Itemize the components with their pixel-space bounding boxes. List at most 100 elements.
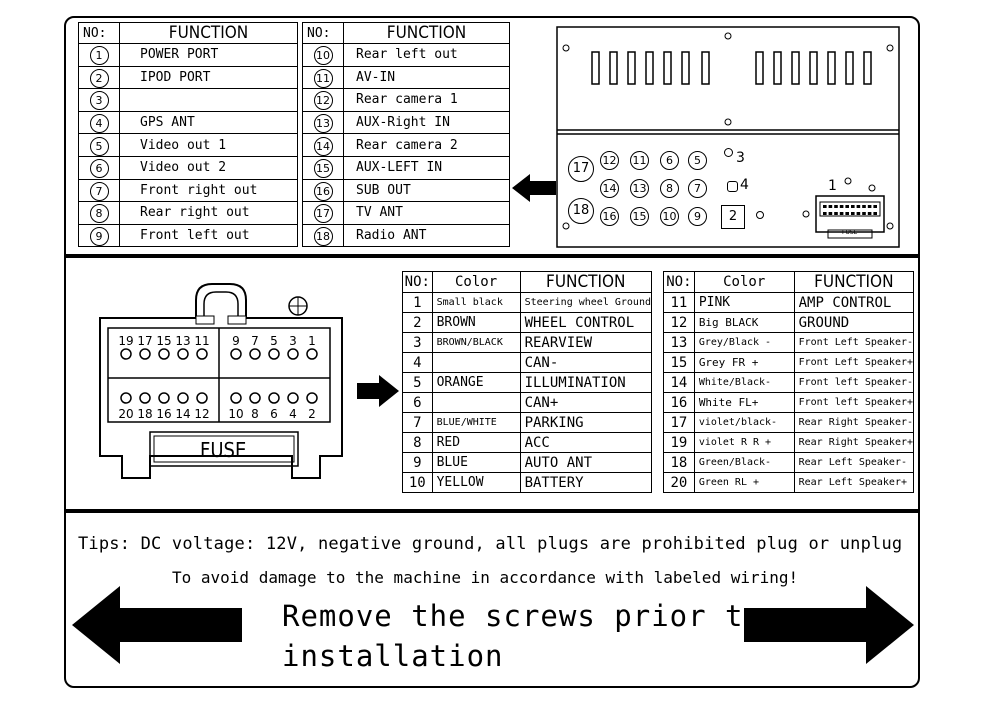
row-function: Rear Right Speaker+ [793, 432, 915, 453]
port-number: 16 [600, 207, 619, 226]
row-function: AUX-Right IN [343, 110, 510, 135]
arrow-left-icon [512, 174, 556, 202]
harness-pin-number: 11 [194, 334, 210, 348]
harness-pin-number: 18 [137, 407, 153, 421]
row-number: 12 [313, 91, 333, 111]
port-number: 9 [688, 207, 707, 226]
harness-pin-number: 9 [232, 334, 240, 348]
row-number: 3 [402, 332, 433, 353]
remove-screws-line-1: Remove the screws prior to [282, 599, 762, 633]
port-number: 3 [736, 150, 745, 166]
row-function: Rear Right Speaker- [793, 412, 915, 433]
connector-pin [834, 205, 838, 208]
row-color: violet R R + [693, 432, 795, 453]
vent-slot [845, 51, 854, 85]
row-number: 1 [402, 292, 433, 313]
port-number: 17 [568, 156, 594, 182]
connector-pin [873, 212, 877, 215]
table-row: 12 Rear camera 1 [302, 88, 510, 112]
harness-pin-hole [177, 348, 189, 360]
row-number-cell: 13 [302, 110, 344, 135]
vent-slot [627, 51, 636, 85]
row-number-cell: 4 [78, 110, 120, 135]
row-number-cell: 12 [302, 88, 344, 112]
row-color [431, 352, 521, 373]
harness-pin-hole [158, 392, 170, 404]
header-no: NO: [402, 271, 433, 293]
row-number-cell: 9 [78, 223, 120, 248]
row-number-cell: 15 [302, 155, 344, 180]
row-function: Video out 1 [119, 133, 298, 157]
row-number: 11 [313, 68, 333, 88]
port-number: 7 [688, 179, 707, 198]
section-divider-top [64, 254, 920, 258]
row-function: CAN- [519, 352, 653, 373]
row-number: 14 [663, 372, 695, 393]
row-color: Grey FR + [693, 352, 795, 373]
row-number-cell: 5 [78, 133, 120, 157]
row-function: POWER PORT [119, 43, 298, 67]
section-divider-bottom [64, 509, 920, 513]
harness-pin-number: 5 [270, 334, 278, 348]
connector-pin [851, 205, 855, 208]
header-color: Color [431, 271, 521, 293]
connector-pin [873, 205, 877, 208]
power-connector-icon [802, 177, 885, 239]
row-color: White/Black- [693, 372, 795, 393]
port-3-dot-icon [724, 148, 733, 157]
row-color: PINK [693, 292, 795, 313]
row-function: PARKING [519, 412, 653, 433]
row-number-cell: 7 [78, 178, 120, 203]
big-arrow-right-icon [744, 586, 914, 664]
row-number: 20 [663, 472, 695, 493]
harness-pin-hole [306, 392, 318, 404]
row-function: BATTERY [519, 472, 653, 493]
connector-pin [834, 212, 838, 215]
row-function: TV ANT [343, 201, 510, 225]
port-number: 12 [600, 151, 619, 170]
row-number: 6 [89, 159, 109, 179]
row-number-cell: 10 [302, 43, 344, 67]
row-number: 16 [663, 392, 695, 413]
arrow-right-icon [357, 375, 399, 407]
row-color: Big BLACK [693, 312, 795, 333]
row-function: Front left Speaker- [793, 372, 915, 393]
row-number: 14 [313, 136, 333, 156]
port-number: 10 [660, 207, 679, 226]
harness-pin-hole [268, 348, 280, 360]
row-number: 9 [402, 452, 433, 473]
row-number: 9 [89, 227, 109, 247]
row-number: 16 [313, 181, 333, 201]
row-function: Rear camera 1 [343, 88, 510, 112]
row-function: AUTO ANT [519, 452, 653, 473]
port-number: 13 [630, 179, 649, 198]
connector-pin [845, 212, 849, 215]
row-number-cell: 3 [78, 88, 120, 112]
header-function: FUNCTION [793, 271, 915, 293]
vent-slot [773, 51, 782, 85]
row-function: ILLUMINATION [519, 372, 653, 393]
harness-pin-number: 7 [251, 334, 259, 348]
row-number-cell: 6 [78, 155, 120, 180]
connector-pin [839, 212, 844, 215]
row-number: 8 [402, 432, 433, 453]
row-function: AUX-LEFT IN [343, 155, 510, 180]
diagram-frame [64, 16, 920, 688]
row-color: BROWN/BLACK [431, 332, 521, 353]
row-number-cell: 8 [78, 201, 120, 225]
row-function: AV-IN [343, 65, 510, 90]
row-function: ACC [519, 432, 653, 453]
row-number-cell: 18 [302, 223, 344, 248]
harness-pin-hole [196, 392, 208, 404]
row-number-cell: 17 [302, 201, 344, 225]
vent-slot [609, 51, 618, 85]
